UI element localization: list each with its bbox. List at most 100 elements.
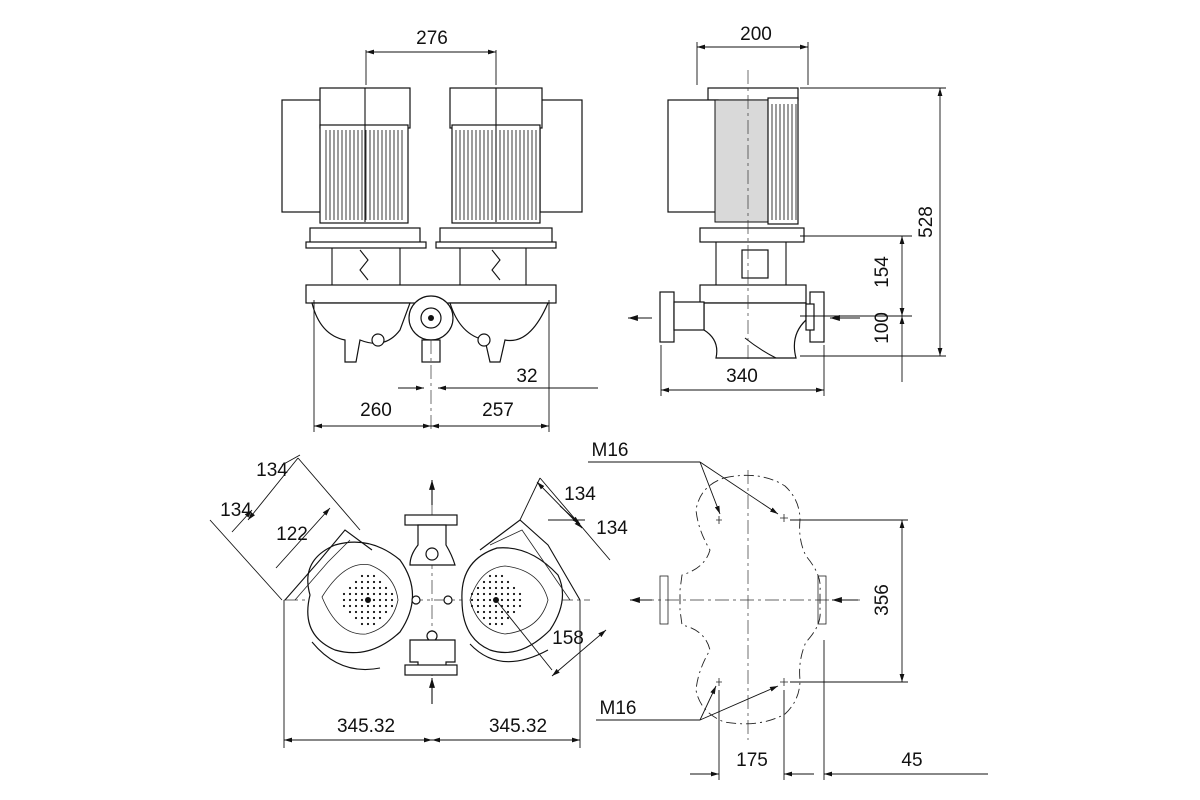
dim-flange-a1: 134 <box>256 460 288 481</box>
dim-right-span: 345.32 <box>489 716 547 737</box>
perforation <box>366 574 370 578</box>
perforation <box>384 604 388 608</box>
perforation <box>372 580 376 584</box>
perforation <box>488 574 492 578</box>
perforation <box>378 598 382 602</box>
perforation <box>470 604 474 608</box>
dim-flange-a2: 134 <box>220 500 252 521</box>
perforation <box>506 604 510 608</box>
dim-left-span: 345.32 <box>337 716 395 737</box>
dim-right-width: 257 <box>482 400 514 421</box>
perforation <box>494 592 498 596</box>
perforation <box>378 610 382 614</box>
perforation <box>354 598 358 602</box>
dim-flange-length: 340 <box>726 366 758 387</box>
perforation <box>360 610 364 614</box>
perforation <box>348 598 352 602</box>
perforation <box>354 592 358 596</box>
perforation <box>506 586 510 590</box>
foundation-dimensions: M16 M16 356 175 45 <box>588 440 988 780</box>
perforation <box>378 586 382 590</box>
perforation <box>482 586 486 590</box>
perforation <box>512 604 516 608</box>
perforation <box>348 586 352 590</box>
left-motor <box>281 87 427 285</box>
perforation <box>372 622 376 626</box>
pump-housing <box>305 284 557 363</box>
perforation <box>366 586 370 590</box>
perforation <box>488 598 492 602</box>
perforation <box>488 580 492 584</box>
perforation <box>366 610 370 614</box>
perforation <box>494 604 498 608</box>
perforation <box>500 592 504 596</box>
dim-flange-a3: 122 <box>276 524 308 545</box>
perforation <box>506 592 510 596</box>
perforation <box>378 616 382 620</box>
perforation <box>342 598 346 602</box>
perforation <box>366 616 370 620</box>
foundation-view: M16 M16 356 175 45 <box>588 440 988 780</box>
perforation <box>366 592 370 596</box>
perforation <box>372 592 376 596</box>
perforation <box>500 622 504 626</box>
dim-horizontal: 175 <box>736 750 768 771</box>
pump-head-left <box>284 529 414 671</box>
side-dimensions: 200 528 154 100 340 <box>660 24 946 396</box>
perforation <box>348 604 352 608</box>
perforation <box>342 604 346 608</box>
perforation <box>342 592 346 596</box>
dim-coupling-height: 154 <box>872 256 893 288</box>
perforation <box>488 592 492 596</box>
perforation <box>488 610 492 614</box>
plan-view: 345.32 345.32 134 134 122 134 134 158 <box>209 454 628 748</box>
perforation <box>360 574 364 578</box>
perforation <box>476 604 480 608</box>
perforation <box>476 592 480 596</box>
perforation <box>512 610 516 614</box>
perforation <box>372 574 376 578</box>
perforation <box>500 580 504 584</box>
dim-vertical: 356 <box>872 584 893 616</box>
perforation <box>390 592 394 596</box>
perforation <box>366 598 370 602</box>
front-view: 276 260 257 32 <box>281 28 598 432</box>
bolt-label-top: M16 <box>592 440 629 461</box>
perforation <box>500 610 504 614</box>
perforation <box>372 586 376 590</box>
dim-total-height: 528 <box>916 206 937 238</box>
perforation <box>378 604 382 608</box>
perforation <box>360 616 364 620</box>
perforation <box>372 616 376 620</box>
perforation <box>390 598 394 602</box>
perforation <box>482 610 486 614</box>
perforation <box>366 604 370 608</box>
perforation <box>348 592 352 596</box>
perforation <box>360 604 364 608</box>
perforation <box>384 610 388 614</box>
side-view: 200 528 154 100 340 <box>628 24 946 396</box>
perforation <box>482 580 486 584</box>
perforation <box>354 586 358 590</box>
perforation <box>488 616 492 620</box>
perforation <box>512 586 516 590</box>
perforation <box>500 616 504 620</box>
perforation <box>482 592 486 596</box>
perforation <box>494 610 498 614</box>
perforation <box>372 604 376 608</box>
perforation <box>506 598 510 602</box>
perforation <box>500 574 504 578</box>
perforation <box>470 598 474 602</box>
perforation <box>372 598 376 602</box>
perforation <box>354 604 358 608</box>
perforation <box>360 580 364 584</box>
dim-motor-width: 200 <box>740 24 772 45</box>
perforation <box>378 580 382 584</box>
perforation <box>518 604 522 608</box>
dim-flange-b1: 134 <box>564 484 596 505</box>
perforation <box>506 610 510 614</box>
perforation <box>354 610 358 614</box>
dim-left-width: 260 <box>360 400 392 421</box>
perforation <box>518 598 522 602</box>
